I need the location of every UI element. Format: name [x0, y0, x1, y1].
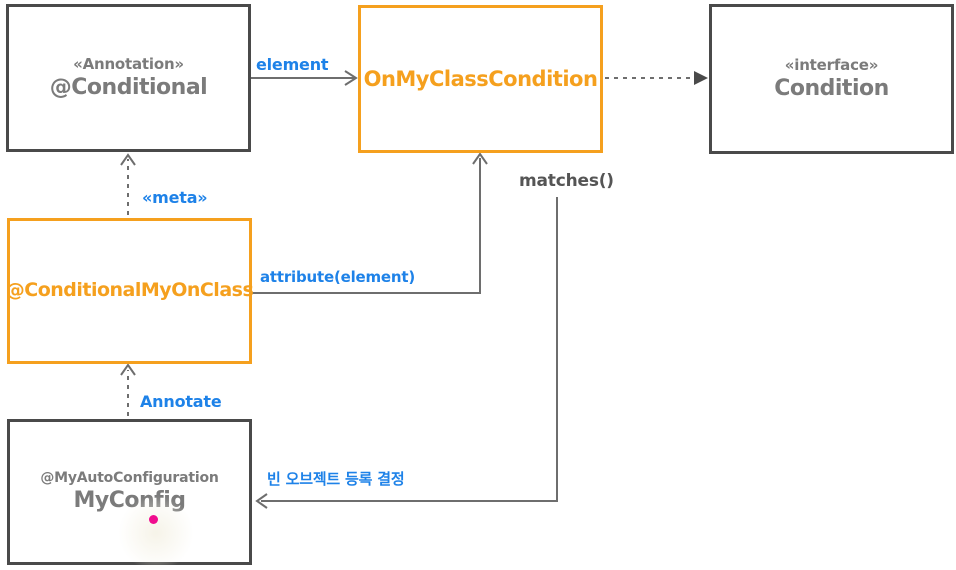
edge-label-annotate: Annotate: [140, 392, 222, 411]
matches-arrow: [255, 197, 558, 509]
edge-label-meta: «meta»: [142, 188, 208, 207]
edge-label-element: element: [256, 55, 329, 74]
arrowhead-open-up: [472, 152, 488, 165]
edge-label-bean-decision: 빈 오브젝트 등록 결정: [267, 470, 405, 488]
edge-label-attribute: attribute(element): [260, 268, 416, 286]
class-name: OnMyClassCondition: [363, 66, 598, 91]
class-name: @ConditionalMyOnClass: [5, 279, 254, 302]
box-condition-interface: «interface» Condition: [709, 4, 954, 154]
attribute-arrow: [252, 152, 488, 294]
arrowhead-open-right: [344, 70, 358, 86]
laser-pointer-dot: [149, 515, 158, 524]
class-name: Condition: [774, 75, 889, 101]
edge-label-matches: matches(): [519, 171, 614, 191]
annotation-label: @MyAutoConfiguration: [40, 469, 219, 486]
box-onmyclasscondition: OnMyClassCondition: [358, 5, 603, 153]
box-conditionalmyonclass: @ConditionalMyOnClass: [5, 218, 254, 364]
arrowhead-open-left: [255, 493, 268, 509]
element-arrow: [251, 70, 358, 86]
stereotype-label: «interface»: [784, 55, 879, 74]
box-conditional-annotation: «Annotation» @Conditional: [6, 4, 251, 152]
stereotype-label: «Annotation»: [73, 54, 184, 73]
arrowhead-filled-right: [694, 71, 708, 85]
arrowhead-open-up: [120, 363, 136, 376]
arrowhead-open-up: [120, 153, 136, 166]
pointer-glow: [118, 495, 194, 570]
meta-dashed-arrow: [120, 153, 136, 215]
annotate-dashed-arrow: [120, 363, 136, 416]
dependency-dashed-arrow: [605, 71, 708, 85]
class-name: @Conditional: [49, 74, 208, 100]
